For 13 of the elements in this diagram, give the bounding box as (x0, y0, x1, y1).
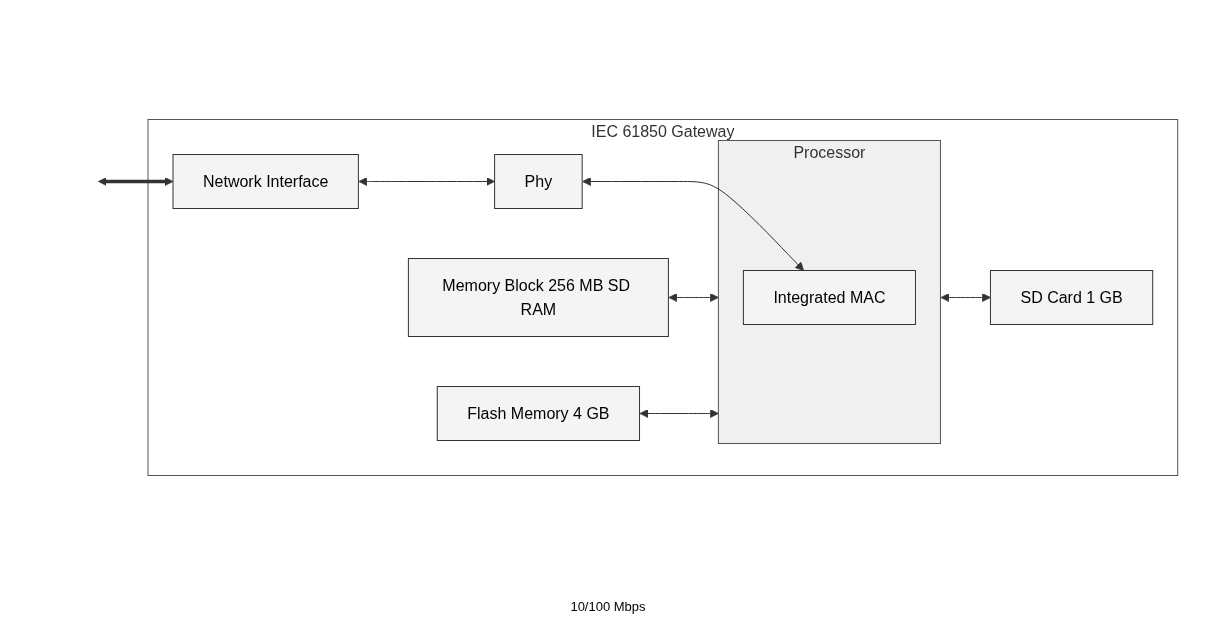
arrow (358, 177, 496, 186)
arrow (639, 409, 719, 418)
note-text: 10/100 Mbps (570, 599, 646, 614)
arrow (98, 177, 174, 186)
node-box: Memory Block 256 MB SD RAM (408, 258, 670, 337)
node-box: Network Interface (172, 154, 360, 209)
arrow (668, 293, 719, 302)
node-box: Phy (494, 154, 583, 209)
node-box: Flash Memory 4 GB (436, 386, 641, 441)
arrow (940, 293, 991, 302)
arrow (582, 177, 805, 271)
node-box: Integrated MAC (743, 270, 917, 325)
node-box: SD Card 1 GB (990, 270, 1154, 325)
